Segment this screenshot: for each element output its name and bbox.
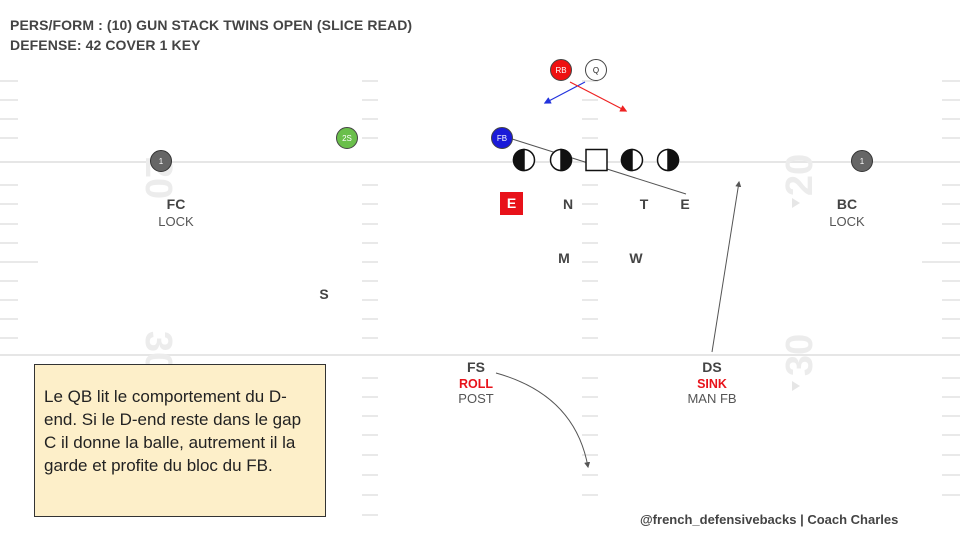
svg-text:1: 1 (159, 157, 164, 166)
yard-number-right-20: 20 (779, 154, 821, 196)
defender-fs-action: ROLL (458, 377, 494, 391)
defender-e-left-key: E (500, 192, 523, 215)
ds-sink-route (711, 180, 742, 353)
defender-fs: FS ROLL POST (458, 359, 493, 406)
svg-text:Q: Q (593, 66, 599, 75)
rb-path-arrow-red (569, 81, 628, 112)
center-square-icon (585, 148, 608, 172)
yard-direction-arrows (792, 198, 800, 391)
svg-text:FB: FB (497, 134, 507, 143)
offensive-line (512, 148, 680, 172)
wide-receiver-right: 1 (851, 150, 873, 172)
svg-text:RB: RB (555, 66, 566, 75)
defender-bc-assignment: LOCK (829, 214, 865, 229)
defender-e-right: E (680, 196, 690, 212)
qb-read-arrow-blue (543, 81, 586, 104)
fb-player: FB (491, 127, 513, 149)
defender-fs-assignment: POST (458, 391, 494, 406)
defender-n: N (562, 196, 574, 212)
fs-roll-route (495, 372, 591, 469)
defender-fs-label: FS (467, 359, 485, 375)
yard-number-right-30: 30 (779, 334, 821, 376)
hash-marks (0, 80, 960, 516)
right-tackle-half-circle-icon (656, 148, 680, 172)
defender-ds: DS SINK MAN FB (687, 359, 736, 406)
defender-bc: BC LOCK (829, 196, 864, 229)
svg-text:2S: 2S (342, 134, 352, 143)
defender-ds-action: SINK (697, 377, 727, 391)
defender-bc-label: BC (836, 196, 858, 212)
left-tackle-half-circle-icon (512, 148, 536, 172)
svg-text:1: 1 (860, 157, 865, 166)
defender-w: W (629, 250, 643, 266)
rb-player: RB (550, 59, 572, 81)
defender-fc-label: FC (166, 196, 186, 212)
play-title: PERS/FORM : (10) GUN STACK TWINS OPEN (S… (10, 17, 413, 33)
defender-t: T (639, 196, 649, 212)
slot-receiver-2s: 2S (336, 127, 358, 149)
defender-fc-assignment: LOCK (158, 214, 194, 229)
coaching-note: Le QB lit le comportement du D-end. Si l… (34, 364, 326, 517)
yard-numbers: 20 30 20 30 (137, 154, 821, 376)
defender-m: M (558, 250, 570, 266)
defense-title: DEFENSE: 42 COVER 1 KEY (10, 37, 201, 53)
credit-text: @french_defensivebacks | Coach Charles (640, 512, 899, 527)
defender-ds-label: DS (702, 359, 722, 375)
defender-fc: FC LOCK (158, 196, 193, 229)
defender-ds-assignment: MAN FB (687, 391, 737, 406)
right-guard-half-circle-icon (620, 148, 644, 172)
defender-s: S (319, 286, 329, 302)
left-guard-half-circle-icon (549, 148, 573, 172)
wide-receiver-left: 1 (150, 150, 172, 172)
qb-player: Q (585, 59, 607, 81)
